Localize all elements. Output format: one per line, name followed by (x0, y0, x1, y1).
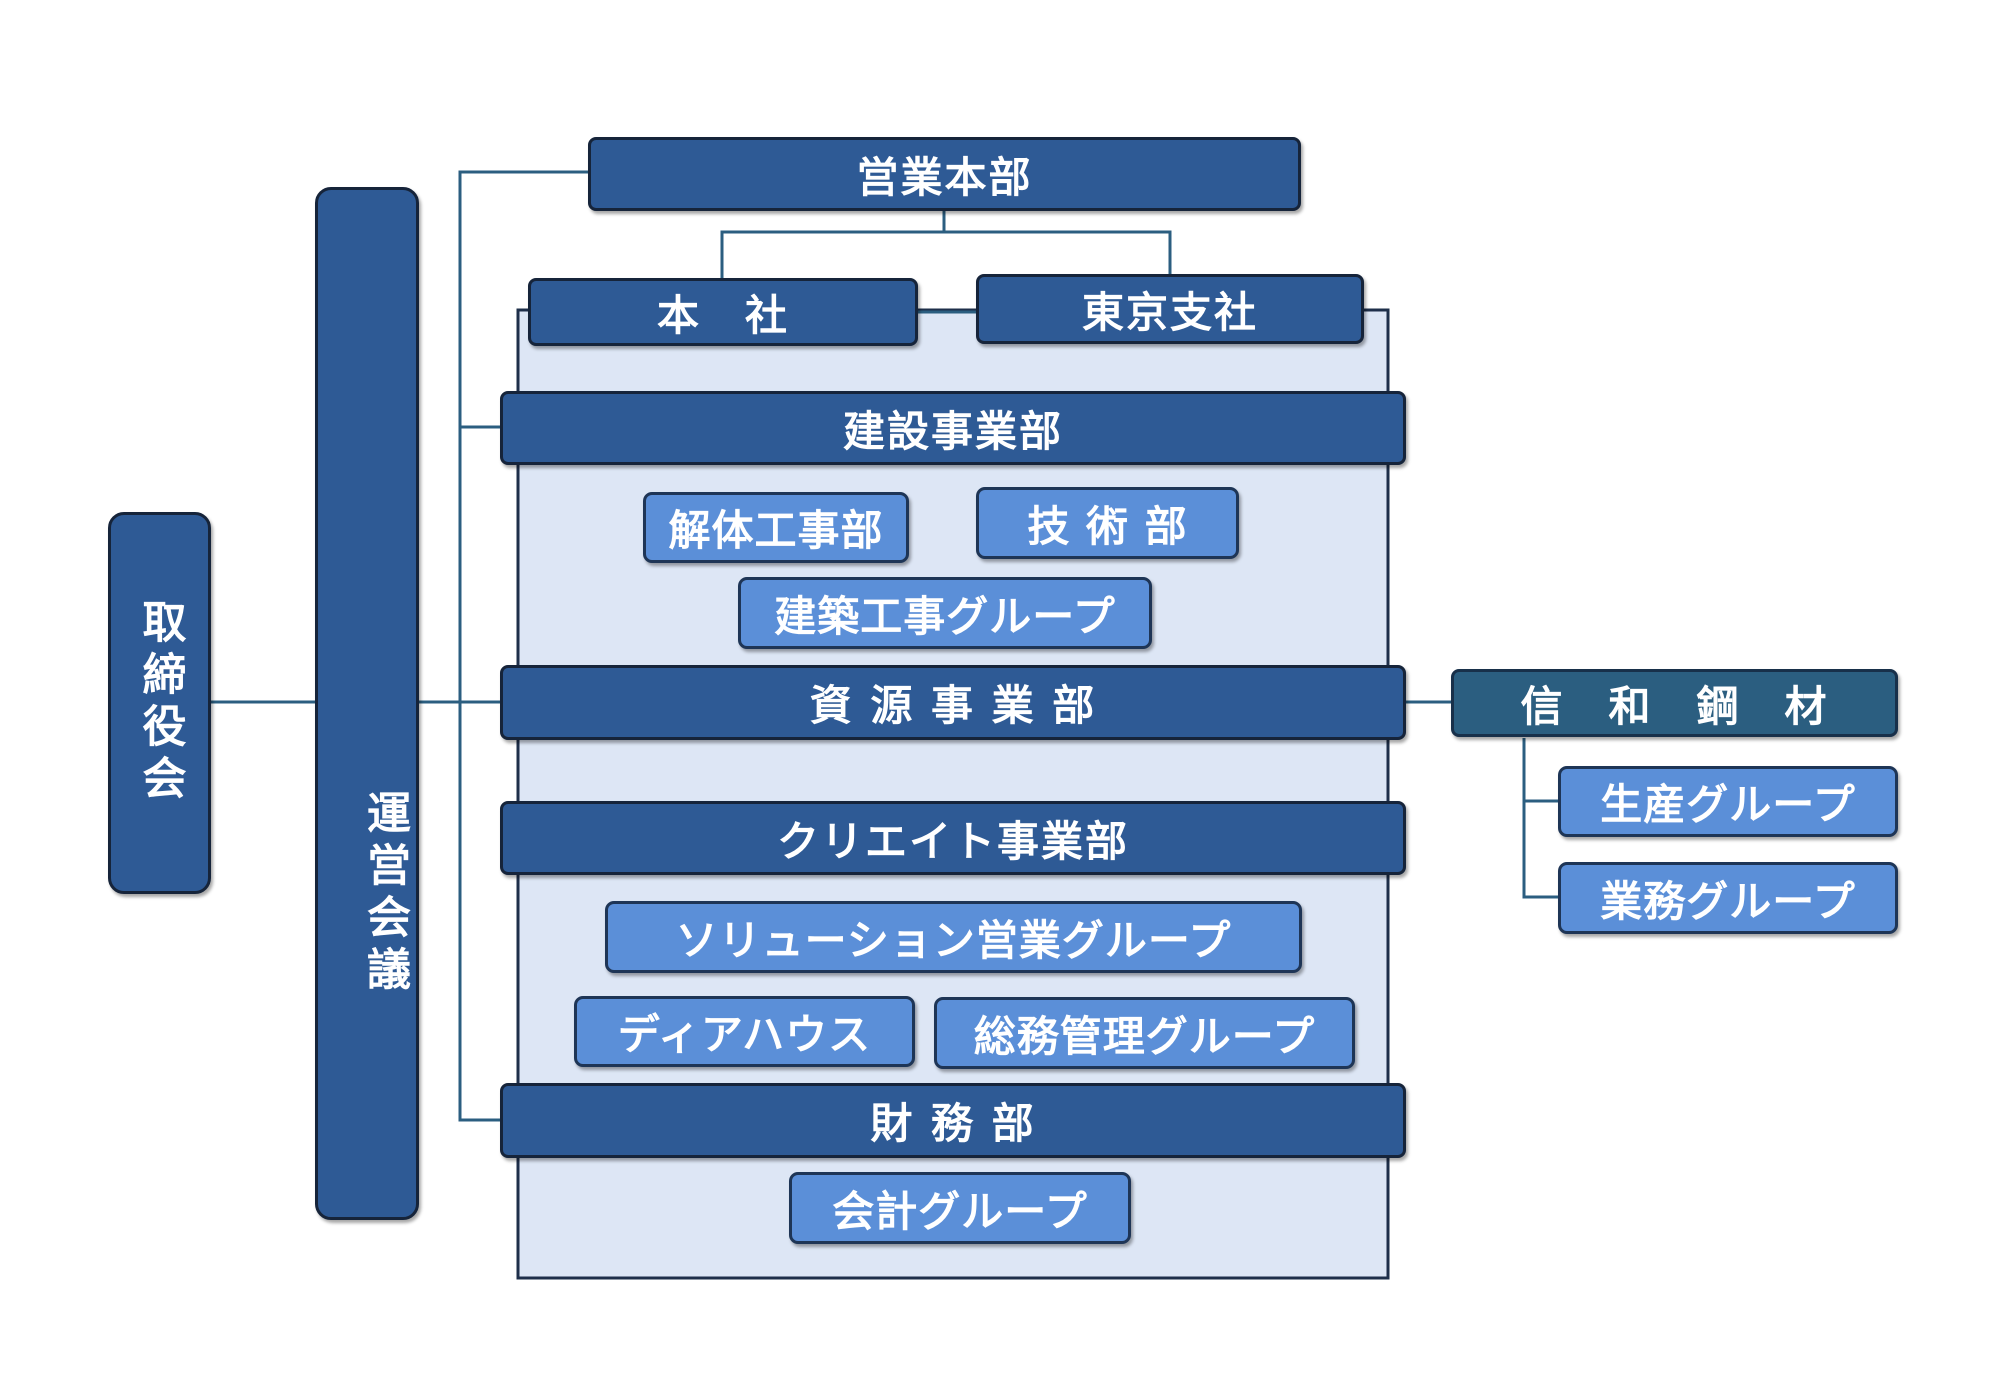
building-works-label: 建築工事グループ (774, 591, 1116, 641)
resources-label: 資 源 事 業 部 (809, 681, 1097, 730)
dear-house: ディアハウス (574, 996, 915, 1067)
solution-sales-label: ソリューション営業グループ (675, 915, 1232, 965)
general-affairs-group: 総務管理グループ (934, 997, 1355, 1069)
council-label: 運営会議 (359, 789, 410, 998)
tree-lines (210, 170, 1560, 1122)
board-of-directors: 取締役会 (108, 512, 211, 894)
solution-sales-group: ソリューション営業グループ (605, 901, 1302, 973)
shinwa-kozai: 信 和 鋼 材 (1451, 669, 1898, 737)
tokyo-branch-label: 東京支社 (1081, 287, 1258, 337)
create-label: クリエイト事業部 (776, 816, 1129, 866)
shinwa-kozai-label: 信 和 鋼 材 (1520, 681, 1829, 731)
production-group: 生産グループ (1558, 766, 1898, 837)
technical-label: 技 術 部 (1027, 501, 1188, 551)
accounting-label: 会計グループ (832, 1186, 1088, 1236)
board-label: 取締役会 (134, 599, 186, 807)
operations-group: 業務グループ (1558, 862, 1898, 934)
building-works-group: 建築工事グループ (738, 577, 1152, 649)
sales-headquarters: 営業本部 (588, 137, 1301, 211)
sales-hq-label: 営業本部 (856, 152, 1033, 202)
accounting-group: 会計グループ (789, 1172, 1131, 1244)
construction-division: 建設事業部 (500, 391, 1406, 465)
general-affairs-label: 総務管理グループ (973, 1011, 1316, 1061)
tokyo-branch: 東京支社 (976, 274, 1364, 344)
finance-department: 財 務 部 (500, 1083, 1406, 1158)
resources-division: 資 源 事 業 部 (500, 665, 1406, 740)
management-council: 運営会議 (315, 187, 419, 1220)
demolition-label: 解体工事部 (668, 506, 884, 555)
head-office: 本 社 (528, 278, 918, 346)
finance-label: 財 務 部 (870, 1099, 1036, 1148)
create-division: クリエイト事業部 (500, 801, 1406, 875)
demolition-department: 解体工事部 (643, 492, 909, 563)
construction-label: 建設事業部 (842, 406, 1063, 456)
dear-house-label: ディアハウス (617, 1010, 872, 1059)
head-office-label: 本 社 (656, 290, 789, 340)
technical-department: 技 術 部 (976, 487, 1239, 559)
operations-group-label: 業務グループ (1600, 876, 1856, 926)
production-group-label: 生産グループ (1600, 780, 1856, 829)
